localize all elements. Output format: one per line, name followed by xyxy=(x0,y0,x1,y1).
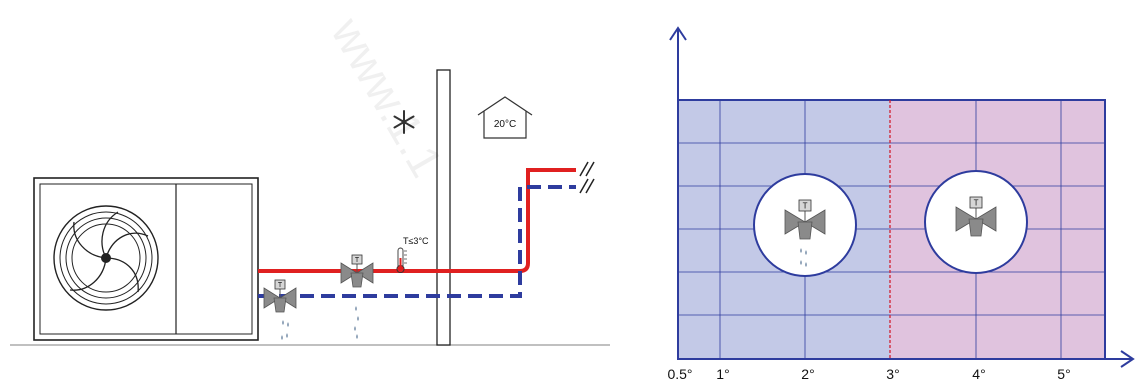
y-axis xyxy=(669,26,687,359)
tick-label-5: 5° xyxy=(1057,366,1070,382)
valve-letter: T xyxy=(803,202,808,211)
sensor-label: T≤3°C xyxy=(403,236,429,246)
valve-letter: T xyxy=(974,199,979,208)
installation-schematic: T T xyxy=(10,8,610,346)
building-wall xyxy=(436,69,451,346)
x-tick-labels: 0.5° 1° 2° 3° 4° 5° xyxy=(667,366,1070,382)
pipe-break-icon xyxy=(579,161,595,194)
heat-pump-outdoor-unit xyxy=(33,177,259,341)
valve-letter: T xyxy=(278,282,283,289)
snowflake-icon xyxy=(393,110,415,134)
return-pipe xyxy=(258,185,576,298)
temperature-scale-diagram: T T 0.5° 1° 2° 3° 4° xyxy=(667,26,1135,382)
watermark: www.1.1 xyxy=(321,8,453,185)
x-axis xyxy=(678,350,1135,368)
house-temperature: 20°C xyxy=(494,119,516,130)
valve-icon: T xyxy=(340,254,374,288)
tick-label-1: 1° xyxy=(716,366,729,382)
thermometer-icon xyxy=(396,247,407,274)
valve-circle-left: T xyxy=(753,173,857,277)
valve-icon: T xyxy=(955,196,997,237)
valve-icon: T xyxy=(263,279,297,313)
tick-label-4: 4° xyxy=(972,366,985,382)
valve-circle-right: T xyxy=(924,170,1028,274)
valve-icon: T xyxy=(784,199,826,240)
house-icon xyxy=(477,96,533,139)
water-drops-icon xyxy=(281,320,289,340)
fan-icon xyxy=(53,205,159,311)
tick-label-2: 2° xyxy=(801,366,814,382)
water-drops-icon xyxy=(800,248,807,267)
water-drops-icon xyxy=(354,306,359,339)
tick-label-3: 3° xyxy=(886,366,899,382)
flow-pipe xyxy=(258,168,576,273)
tick-label-0-5: 0.5° xyxy=(667,366,692,382)
valve-letter: T xyxy=(355,257,360,264)
